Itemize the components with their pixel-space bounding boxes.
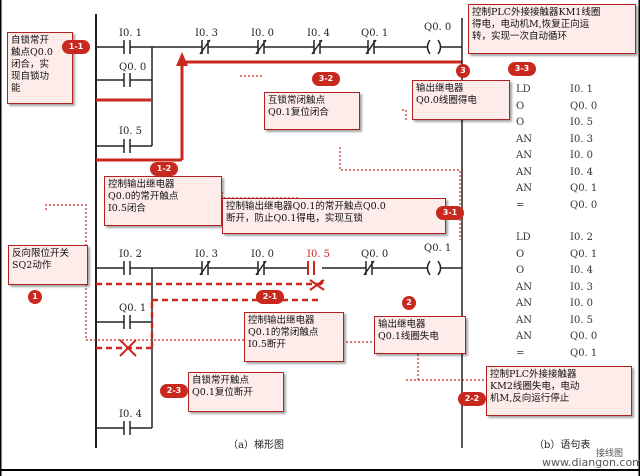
step-badge-1-2: 1-2 bbox=[150, 162, 178, 176]
statement-op: AN bbox=[516, 183, 532, 194]
statement-op: LD bbox=[516, 232, 531, 243]
note-q00-interlock: 控制输出继电器Q0.1的常开触点Q0.0 断开，防止Q0.1得电，实现互锁 bbox=[222, 198, 446, 234]
statement-operand: Q0. 1 bbox=[570, 183, 598, 194]
watermark-bottom: www.diangon.com bbox=[542, 456, 640, 469]
step-badge-3: 3 bbox=[456, 64, 470, 78]
contact-label-i05b: I0. 5 bbox=[307, 249, 331, 260]
step-badge-3-3: 3-3 bbox=[508, 62, 536, 76]
contact-label-i03: I0. 3 bbox=[195, 28, 219, 39]
contact-label-i04: I0. 4 bbox=[307, 28, 331, 39]
contact-label-q01-nc: Q0. 1 bbox=[361, 28, 389, 39]
caption-ladder: （a）梯形图 bbox=[228, 440, 284, 451]
statement-op: AN bbox=[516, 281, 532, 293]
contact-label-q00-nc: Q0. 0 bbox=[361, 249, 389, 260]
statement-op: = bbox=[516, 347, 525, 359]
statement-operand: I0. 3 bbox=[570, 133, 594, 145]
statement-op: AN bbox=[516, 298, 532, 309]
step-badge-2-2: 2-2 bbox=[458, 392, 486, 406]
statement-operand: I0. 3 bbox=[570, 281, 594, 293]
contact-label-i03b: I0. 3 bbox=[195, 249, 219, 260]
coil-label-q01: Q0. 1 bbox=[424, 243, 452, 254]
statement-operand: Q0. 0 bbox=[570, 331, 598, 342]
statement-operand: Q0. 0 bbox=[570, 199, 598, 211]
statement-operand: I0. 4 bbox=[570, 265, 594, 276]
statement-op: LD bbox=[516, 84, 531, 95]
statement-op: AN bbox=[516, 314, 532, 326]
contact-label-i04b: I0. 4 bbox=[119, 409, 143, 420]
contact-label-i01: I0. 1 bbox=[119, 28, 143, 39]
statement-op: AN bbox=[516, 166, 532, 178]
watermark-top: 接线图 bbox=[596, 449, 624, 459]
note-q01-coil-off: 输出继电器 Q0.1线圈失电 bbox=[374, 316, 466, 354]
note-q01-self-lock-open: 自锁常开触点 Q0.1复位断开 bbox=[188, 372, 284, 412]
step-badge-3-2a: 3-2 bbox=[312, 72, 340, 86]
note-q00-coil-on: 输出继电器 Q0.0线圈得电 bbox=[412, 80, 510, 120]
coil-label-q00: Q0. 0 bbox=[424, 22, 452, 33]
statement-op: O bbox=[516, 265, 525, 276]
note-sq2-action: 反向限位开关 SQ2动作 bbox=[8, 245, 88, 285]
statement-op: O bbox=[516, 100, 525, 112]
statement-operand: I0. 5 bbox=[570, 314, 594, 326]
statement-operand: I0. 5 bbox=[570, 117, 594, 128]
statement-op: O bbox=[516, 117, 525, 128]
contact-label-i02: I0. 2 bbox=[119, 249, 143, 260]
step-badge-2-1: 2-1 bbox=[256, 290, 284, 304]
statement-operand: I0. 0 bbox=[570, 150, 594, 161]
contact-label-i00b: I0. 0 bbox=[251, 249, 275, 260]
statement-operand: I0. 2 bbox=[570, 232, 594, 243]
statement-operand: Q0. 0 bbox=[570, 100, 598, 112]
contact-label-i00: I0. 0 bbox=[251, 28, 275, 39]
statement-op: AN bbox=[516, 133, 532, 145]
statement-op: AN bbox=[516, 331, 532, 342]
step-badge-2: 2 bbox=[402, 296, 416, 310]
note-interlock-q01-closed: 互锁常闭触点 Q0.1复位闭合 bbox=[264, 92, 360, 130]
statement-op: AN bbox=[516, 150, 532, 161]
statement-operand: Q0. 1 bbox=[570, 248, 598, 260]
statement-operand: Q0. 1 bbox=[570, 347, 598, 359]
contact-label-q00: Q0. 0 bbox=[119, 62, 147, 73]
caption-statements: （b）语句表 bbox=[534, 440, 591, 451]
statement-operand: I0. 1 bbox=[570, 84, 594, 95]
contact-label-q01: Q0. 1 bbox=[119, 303, 147, 314]
note-i05-closed: 控制输出继电器 Q0.0的常开触点 I0.5闭合 bbox=[104, 176, 222, 226]
step-badge-2-3: 2-3 bbox=[160, 384, 188, 398]
step-badge-3-1: 3-1 bbox=[436, 206, 464, 220]
statement-operand: I0. 0 bbox=[570, 298, 594, 309]
note-i05-open: 控制输出继电器 Q0.1的常闭触点 I0.5断开 bbox=[244, 312, 344, 362]
contact-label-i05: I0. 5 bbox=[119, 126, 143, 137]
statement-op: = bbox=[516, 199, 525, 211]
step-badge-1-1: 1-1 bbox=[62, 40, 90, 54]
note-km2-off: 控制PLC外接接触器 KM2线圈失电，电动 机M,反向运行停止 bbox=[486, 366, 632, 416]
statement-operand: I0. 4 bbox=[570, 166, 594, 178]
statement-op: O bbox=[516, 248, 525, 260]
note-km1-energized: 控制PLC外接接触器KM1线圈 得电，电动机M,恢复正向运 转，实现一次自动循环 bbox=[468, 4, 636, 54]
step-badge-1: 1 bbox=[28, 290, 42, 304]
